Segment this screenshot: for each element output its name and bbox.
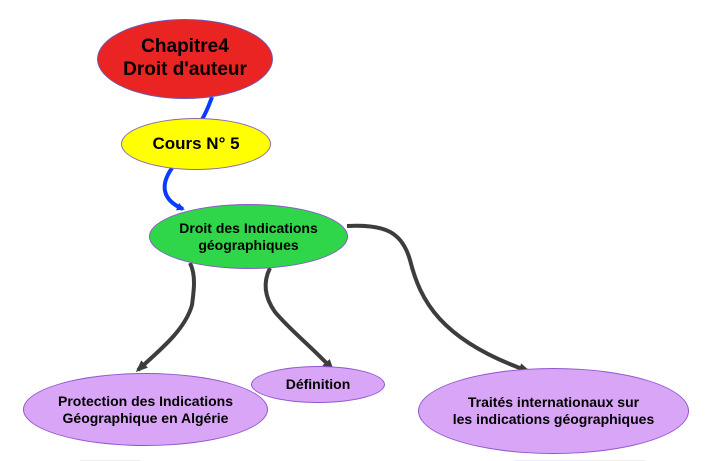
- edge-droit-to-protection: [135, 262, 196, 373]
- node-traites-internationaux[interactable]: Traités internationaux sur les indicatio…: [418, 368, 689, 454]
- node-label: Droit des Indications géographiques: [179, 219, 318, 253]
- node-label: Protection des Indications Géographique …: [57, 392, 234, 426]
- node-protection-algerie[interactable]: Protection des Indications Géographique …: [23, 373, 268, 446]
- node-definition[interactable]: Définition: [251, 366, 385, 403]
- edge-cours-to-droit: [162, 166, 185, 211]
- node-chapitre-droit-auteur[interactable]: Chapitre4 Droit d'auteur: [97, 19, 273, 99]
- node-label: Traités internationaux sur les indicatio…: [452, 394, 655, 427]
- node-cours[interactable]: Cours N° 5: [121, 118, 271, 170]
- edge-droit-to-definition: [263, 267, 335, 372]
- node-label: Définition: [285, 376, 351, 393]
- edge-droit-to-traites: [346, 223, 531, 373]
- node-droit-indications-geographiques[interactable]: Droit des Indications géographiques: [149, 204, 348, 269]
- node-label: Cours N° 5: [152, 133, 240, 153]
- node-label: Chapitre4 Droit d'auteur: [123, 36, 247, 80]
